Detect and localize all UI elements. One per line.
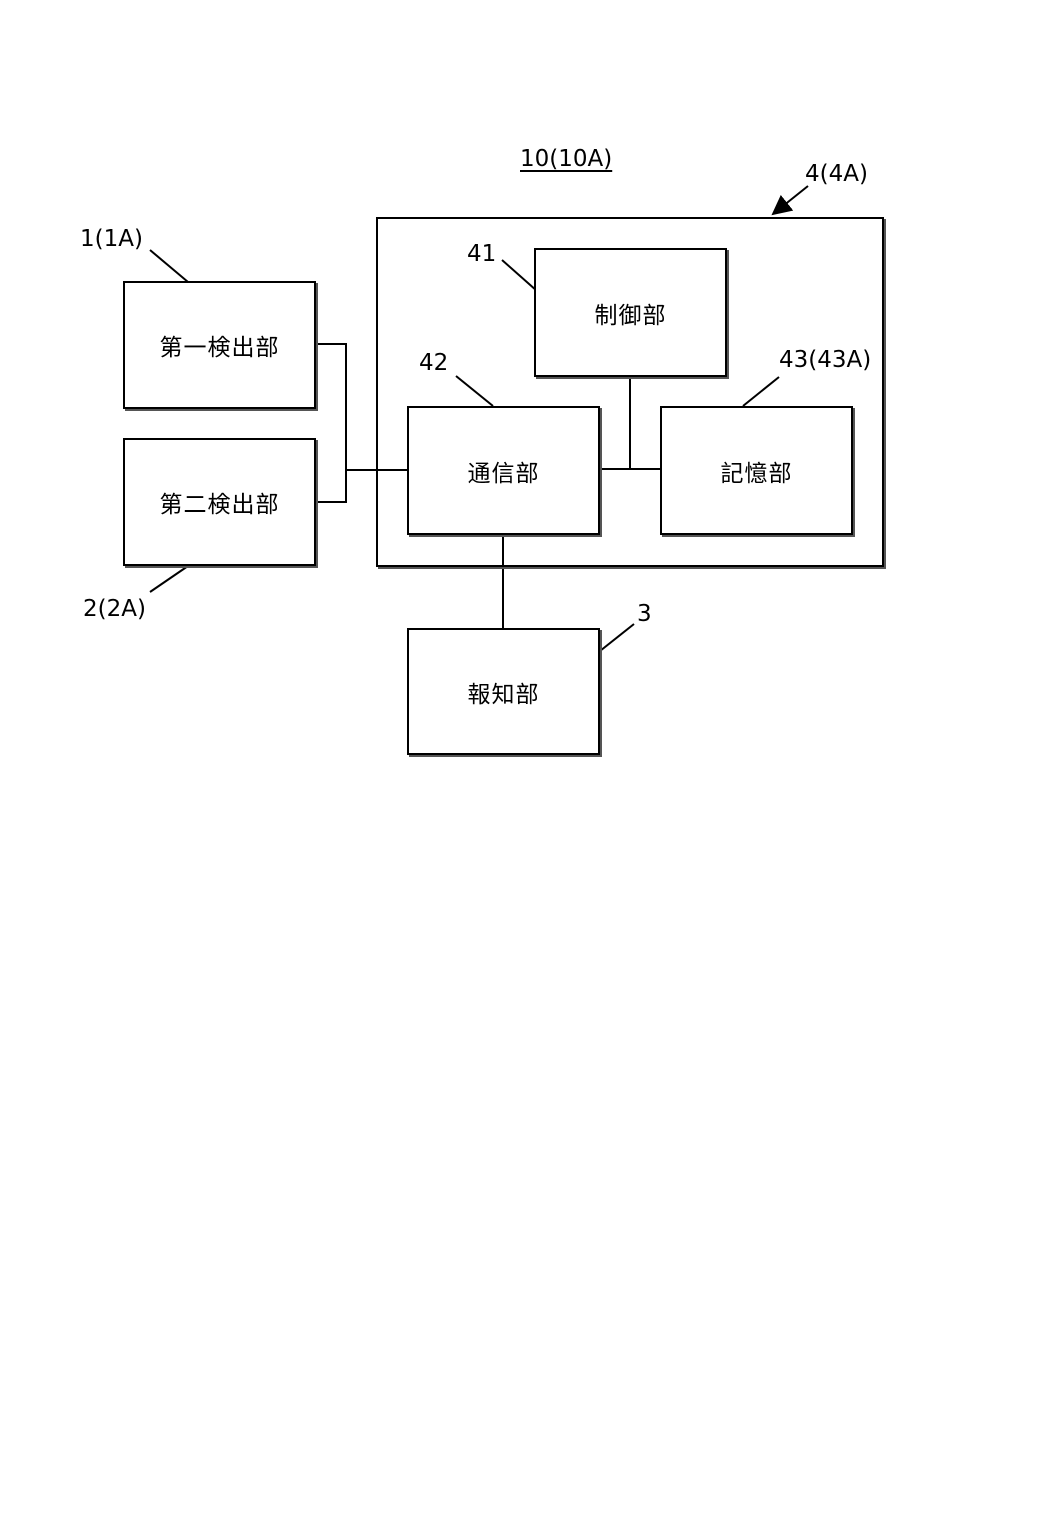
control-unit-label: 制御部	[595, 296, 667, 330]
first-detector-connector	[316, 344, 346, 470]
second-detector-box: 第二検出部	[123, 438, 316, 566]
first-detector-box: 第一検出部	[123, 281, 316, 409]
leader-arrow-4	[773, 186, 808, 214]
notification-unit-box: 報知部	[407, 628, 600, 755]
leader-line-3	[600, 624, 634, 651]
communication-unit-label: 通信部	[468, 454, 540, 488]
second-detector-label: 第二検出部	[160, 485, 280, 519]
second-detector-ref: 2(2A)	[83, 598, 146, 621]
communication-unit-box: 通信部	[407, 406, 600, 535]
notification-unit-ref: 3	[637, 603, 652, 626]
control-unit-box: 制御部	[534, 248, 727, 377]
leader-line-1	[150, 250, 188, 282]
notification-unit-label: 報知部	[468, 675, 540, 709]
storage-unit-label: 記憶部	[721, 454, 793, 488]
storage-unit-ref: 43(43A)	[779, 349, 871, 372]
first-detector-ref: 1(1A)	[80, 228, 143, 251]
processing-unit-ref: 4(4A)	[805, 163, 868, 186]
first-detector-label: 第一検出部	[160, 328, 280, 362]
storage-unit-box: 記憶部	[660, 406, 853, 535]
communication-unit-ref: 42	[419, 352, 448, 375]
control-unit-ref: 41	[467, 243, 496, 266]
figure-title: 10(10A)	[520, 148, 612, 171]
second-detector-connector	[316, 470, 346, 502]
leader-line-2	[150, 566, 188, 592]
